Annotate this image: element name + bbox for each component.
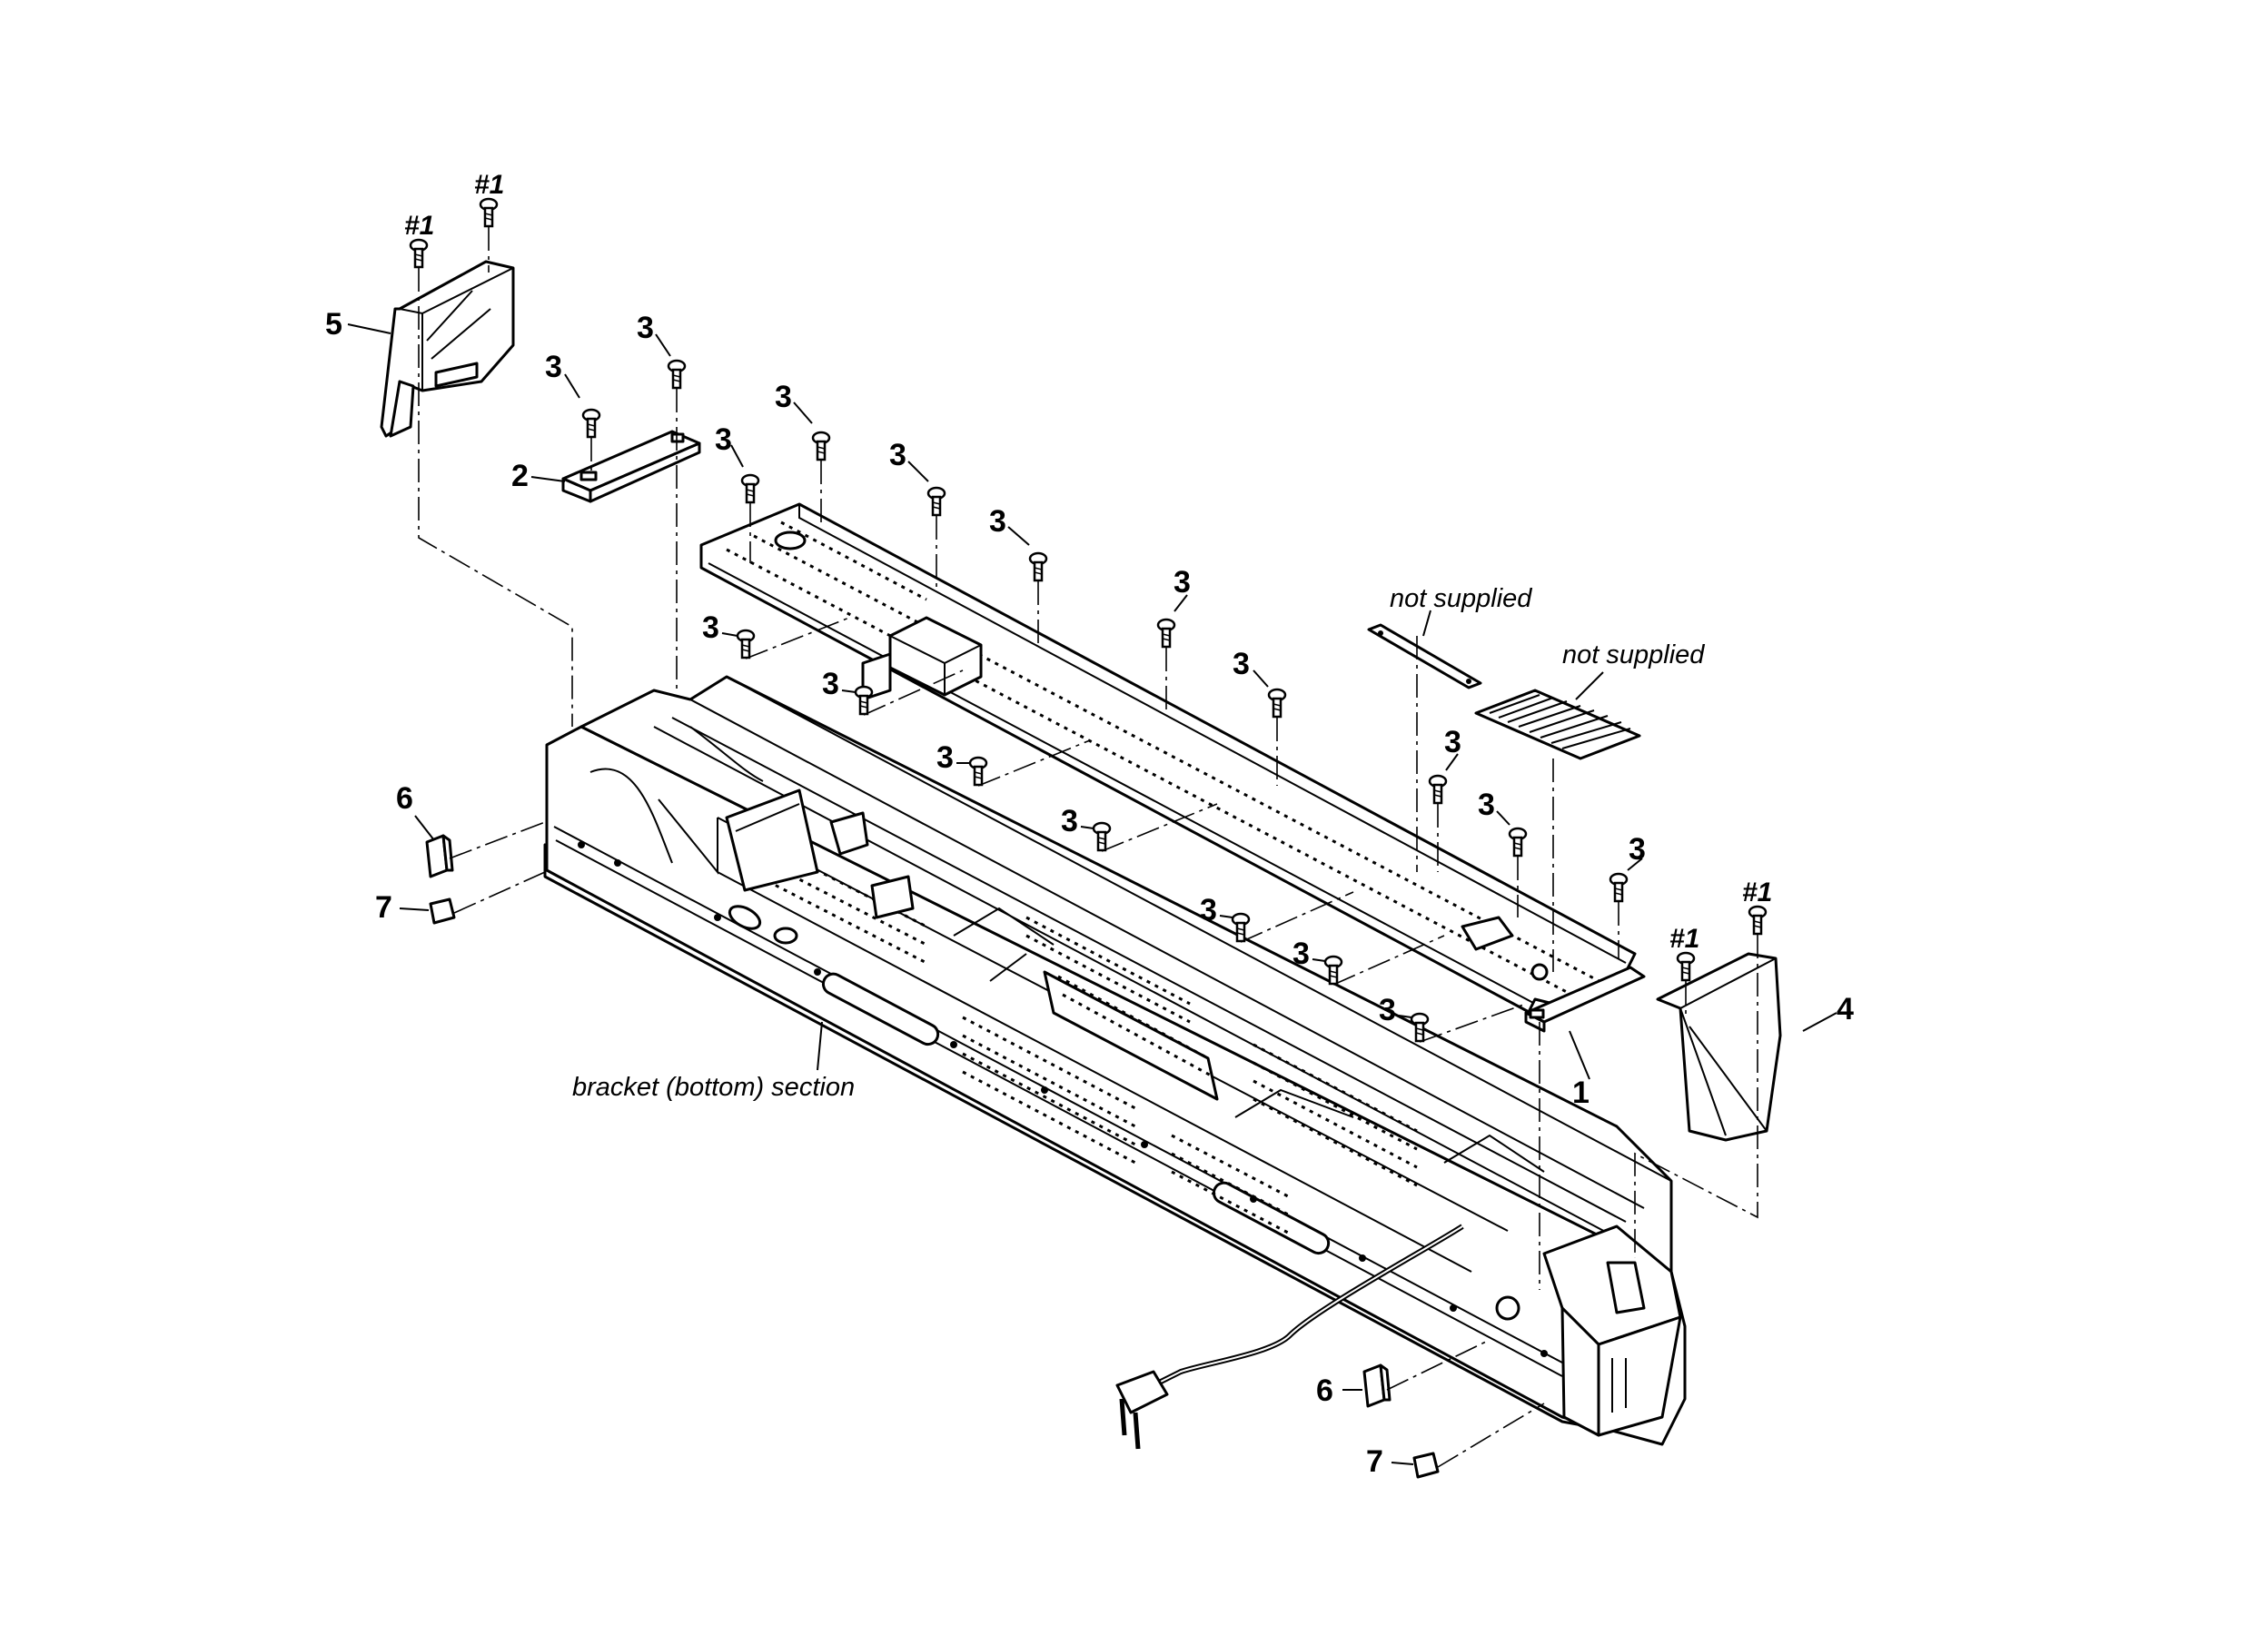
callout-hash1: #1 — [474, 170, 504, 200]
base-chassis — [543, 675, 1687, 1446]
callout-6-left: 6 — [396, 781, 413, 816]
callout-3: 3 — [1174, 565, 1191, 600]
callout-3: 3 — [822, 667, 839, 701]
part-7-cap-left — [429, 897, 456, 925]
callout-3: 3 — [889, 438, 906, 472]
callout-3: 3 — [1233, 647, 1250, 681]
note-not-supplied-sheet: not supplied — [1562, 640, 1705, 669]
callout-3: 3 — [1478, 788, 1495, 822]
screw-3 — [581, 408, 601, 439]
callout-3: 3 — [1292, 937, 1310, 971]
screw-3 — [1092, 821, 1112, 852]
heatsink — [1043, 970, 1219, 1101]
callout-1: 1 — [1572, 1076, 1590, 1110]
part-7-cap-right — [1412, 1452, 1440, 1479]
screw-3 — [1028, 551, 1048, 582]
callout-3: 3 — [1379, 993, 1396, 1027]
callout-3: 3 — [715, 422, 732, 457]
callout-5: 5 — [325, 307, 342, 342]
note-bracket-bottom-section: bracket (bottom) section — [572, 1073, 855, 1102]
screw-3 — [1508, 827, 1528, 858]
callout-hash1: #1 — [1742, 878, 1772, 907]
callout-6-right: 6 — [1316, 1373, 1333, 1408]
callout-3: 3 — [1444, 725, 1461, 759]
note-not-supplied-strip: not supplied — [1390, 584, 1532, 613]
callout-3: 3 — [1200, 893, 1217, 927]
screw-3 — [811, 431, 831, 461]
part-5-end-bracket — [380, 260, 515, 438]
screw-3 — [736, 629, 756, 659]
callout-4: 4 — [1837, 992, 1854, 1026]
screw-hash1-a — [409, 238, 429, 269]
screw-3 — [1156, 618, 1176, 649]
screw-3 — [1609, 872, 1629, 903]
callout-7-right: 7 — [1366, 1444, 1383, 1479]
not-supplied-strip — [1367, 623, 1482, 689]
callout-7-left: 7 — [375, 890, 392, 925]
not-supplied-label-sheet — [1474, 689, 1641, 760]
leader-lines — [347, 323, 1837, 1465]
screw-3 — [1428, 774, 1448, 805]
screw-hash1-c — [1676, 951, 1696, 982]
screw-3 — [854, 685, 874, 716]
callout-3: 3 — [1061, 804, 1078, 838]
screw-hash1-d — [1748, 905, 1768, 936]
part-1-bracket — [1524, 966, 1646, 1033]
power-cord — [1115, 1224, 1464, 1450]
callout-3: 3 — [545, 350, 562, 384]
part-4-end-bracket — [1656, 952, 1782, 1142]
callout-3: 3 — [1629, 832, 1646, 867]
callouts: 5 2 1 4 6 7 6 7 3 3 3 3 3 3 3 3 3 3 3 3 … — [325, 170, 1854, 1479]
screw-3 — [1267, 688, 1287, 719]
callout-hash1: #1 — [1669, 924, 1699, 954]
screw-hash1-b — [479, 197, 499, 228]
callout-3: 3 — [637, 311, 654, 345]
callout-hash1: #1 — [404, 211, 434, 241]
screw-3 — [968, 756, 988, 787]
screw-3 — [667, 359, 687, 390]
part-2-bracket — [561, 430, 701, 503]
callout-3: 3 — [775, 380, 792, 414]
callout-3: 3 — [702, 610, 719, 645]
callout-3: 3 — [936, 740, 954, 775]
callout-2: 2 — [511, 459, 529, 493]
alignment-lines — [418, 227, 1758, 1468]
part-6-clip-left — [425, 834, 454, 878]
callout-3: 3 — [989, 504, 1006, 539]
part-6-clip-right — [1362, 1363, 1392, 1408]
screw-3 — [926, 486, 946, 517]
screw-3 — [740, 473, 760, 504]
